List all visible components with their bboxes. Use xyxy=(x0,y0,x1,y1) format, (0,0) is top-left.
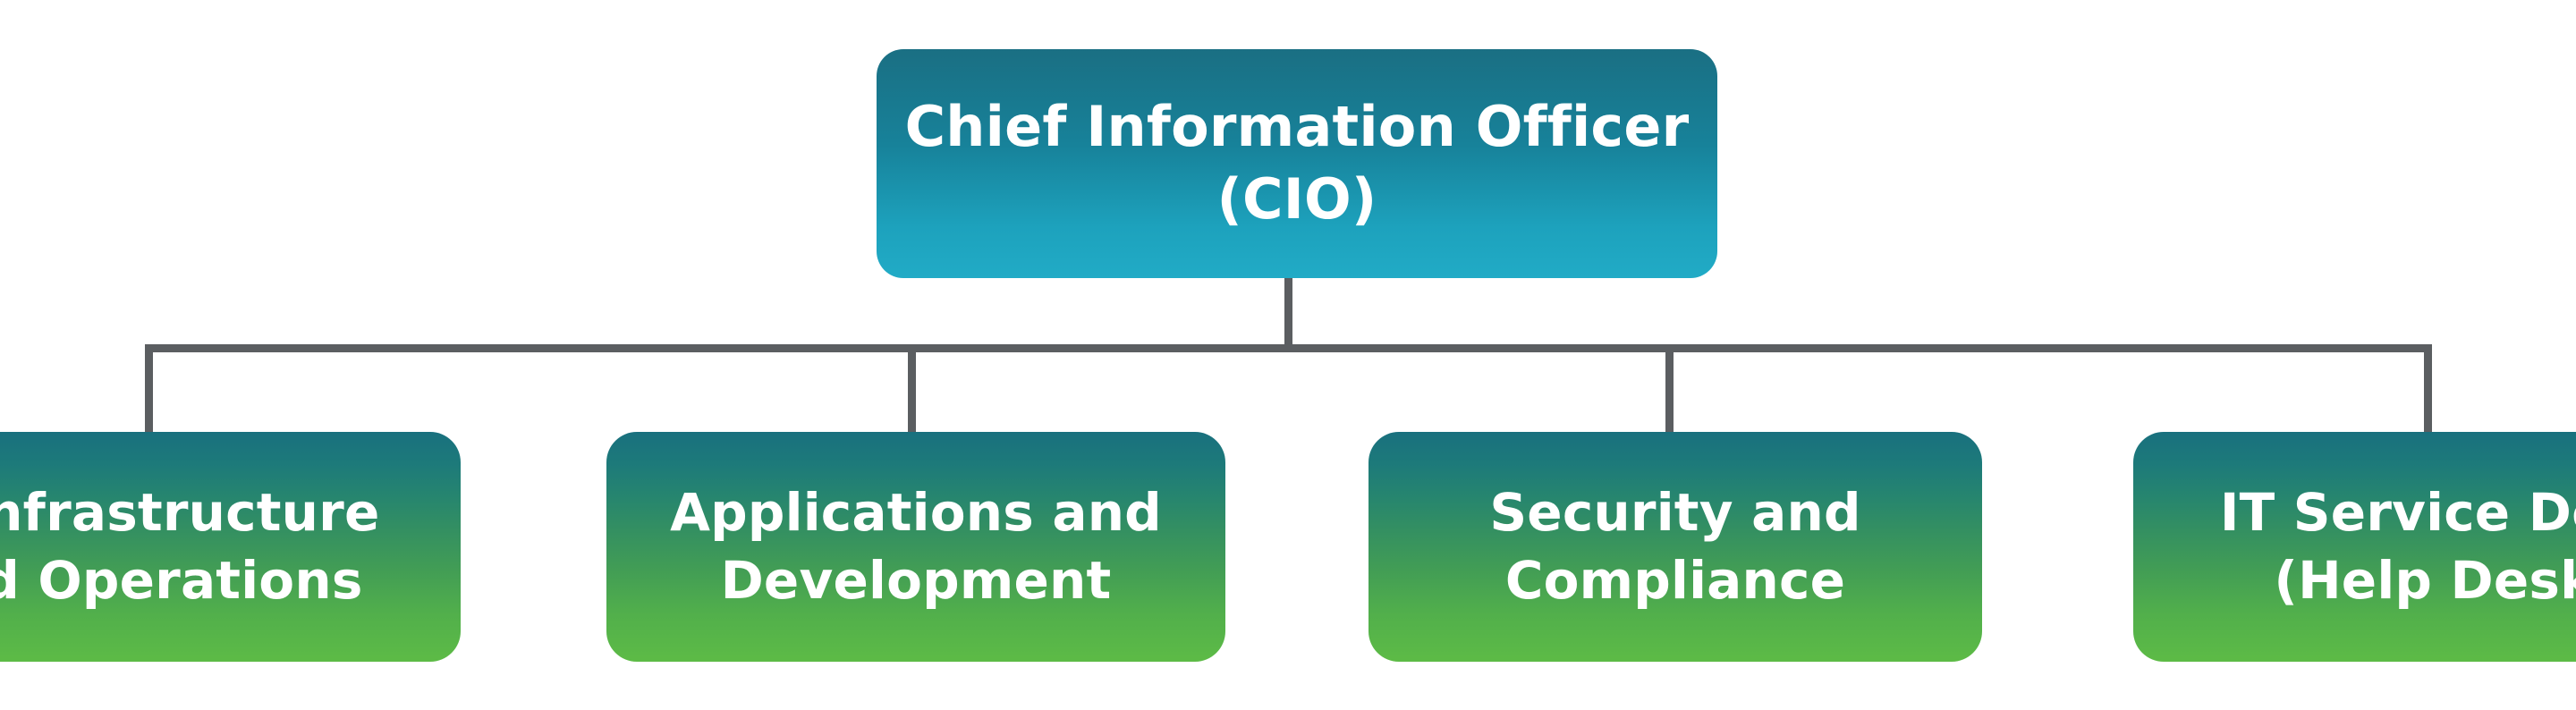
org-node-it-service-desk-text: IT Service Desk (Help Desk) xyxy=(2220,479,2576,614)
org-node-security-compliance-text: Security and Compliance xyxy=(1489,479,1860,614)
org-node-infrastructure-operations-text: IT Infrastructure and Operations xyxy=(0,479,380,614)
org-node-cio-line1: Chief Information Officer xyxy=(904,94,1690,160)
connector-drop-security-compliance xyxy=(1665,344,1674,434)
org-node-infrastructure-operations-line1: IT Infrastructure xyxy=(0,482,380,544)
connector-drop-applications-development xyxy=(908,344,916,434)
org-node-applications-development-line2: Development xyxy=(720,549,1112,611)
org-node-it-service-desk-line1: IT Service Desk xyxy=(2219,482,2576,544)
org-node-infrastructure-operations-line2: and Operations xyxy=(0,549,363,611)
org-node-security-compliance-line2: Compliance xyxy=(1504,549,1846,611)
org-node-cio-text: Chief Information Officer (CIO) xyxy=(905,91,1690,235)
org-node-applications-development-text: Applications and Development xyxy=(670,479,1162,614)
org-node-infrastructure-operations[interactable]: IT Infrastructure and Operations xyxy=(0,432,461,662)
org-node-security-compliance[interactable]: Security and Compliance xyxy=(1368,432,1982,662)
org-node-cio[interactable]: Chief Information Officer (CIO) xyxy=(877,49,1717,278)
org-node-applications-development[interactable]: Applications and Development xyxy=(606,432,1225,662)
org-node-it-service-desk[interactable]: IT Service Desk (Help Desk) xyxy=(2133,432,2576,662)
connector-drop-it-service-desk xyxy=(2424,344,2432,434)
connector-drop-infrastructure-operations xyxy=(145,344,153,434)
org-node-cio-line2: (CIO) xyxy=(1216,166,1377,232)
org-node-security-compliance-line1: Security and xyxy=(1489,482,1861,544)
connector-root-stem xyxy=(1284,277,1292,351)
connector-horizontal-bus xyxy=(145,344,2432,352)
org-node-it-service-desk-line2: (Help Desk) xyxy=(2274,549,2576,611)
org-node-applications-development-line1: Applications and xyxy=(670,482,1162,544)
